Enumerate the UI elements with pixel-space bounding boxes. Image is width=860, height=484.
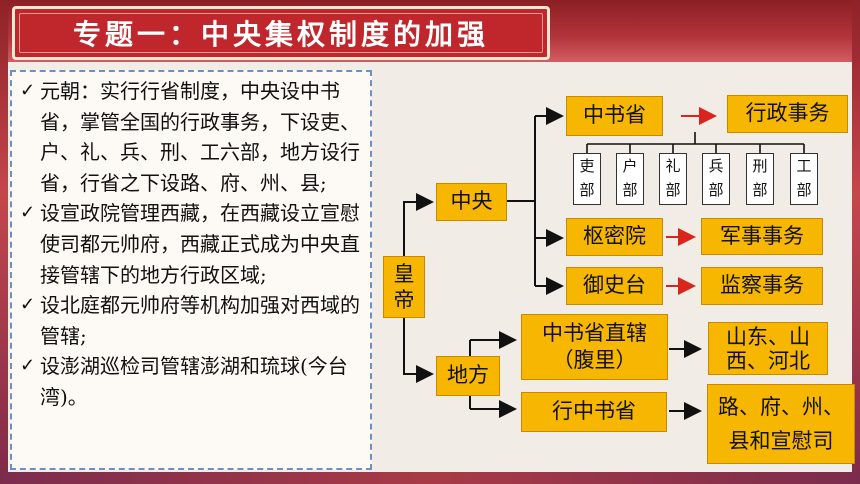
note-text: 元朝：实行行省制度，中央设中书省，掌管全国的行政事务，下设吏、户、礼、兵、刑、工… [40, 79, 360, 195]
yushi-label: 御史台 [583, 273, 646, 298]
shumi-box: 枢密院 [566, 218, 663, 256]
sub-units-label: 路、府、州、县和宣慰司 [718, 395, 844, 453]
bottom-border [0, 472, 860, 484]
ministry-box: 吏部 [573, 153, 601, 205]
ministry-label: 户部 [622, 157, 638, 199]
shumi-label: 枢密院 [583, 224, 646, 249]
central-label: 中央 [450, 189, 493, 214]
direct-regions-label: 山东、山西、河北 [726, 324, 810, 373]
local-label: 地方 [447, 363, 489, 388]
ministry-label: 刑部 [752, 157, 768, 199]
right-border [852, 0, 860, 484]
ministry-label: 兵部 [708, 157, 724, 199]
checkmark-icon: ✓ [20, 80, 36, 101]
direct-label: 中书省直辖（腹里） [542, 320, 647, 372]
zhongshu-box: 中书省 [566, 96, 663, 136]
note-text: 设宣政院管理西藏，在西藏设立宣慰使司都元帅府，西藏正式成为中央直接管辖下的地方行… [40, 201, 360, 287]
left-border [0, 0, 8, 484]
notes-panel: ✓ 元朝：实行行省制度，中央设中书省，掌管全国的行政事务，下设吏、户、礼、兵、刑… [10, 70, 372, 470]
admin-affairs-label: 行政事务 [745, 101, 830, 126]
supervision-label: 监察事务 [720, 273, 804, 298]
sub-units-box: 路、府、州、县和宣慰司 [707, 384, 855, 464]
ministry-box: 户部 [616, 153, 644, 205]
checkmark-icon: ✓ [20, 355, 36, 377]
note-item: ✓ 设北庭都元帅府等机构加强对西域的管辖; [20, 290, 362, 351]
emperor-label: 皇帝 [393, 262, 415, 312]
zhongshu-label: 中书省 [583, 103, 646, 128]
local-box: 地方 [436, 356, 500, 396]
ministry-box: 工部 [790, 153, 818, 205]
supervision-box: 监察事务 [701, 267, 823, 305]
title-banner: 专题一：中央集权制度的加强 [12, 6, 550, 60]
military-box: 军事事务 [701, 218, 823, 255]
ministry-label: 礼部 [665, 157, 681, 199]
direct-regions-box: 山东、山西、河北 [708, 322, 828, 375]
military-label: 军事事务 [720, 223, 804, 248]
checkmark-icon: ✓ [20, 294, 36, 316]
checkmark-icon: ✓ [20, 202, 36, 224]
note-text: 设澎湖巡检司管辖澎湖和琉球(今台湾)。 [40, 354, 348, 409]
xingzhong-box: 行中书省 [521, 392, 667, 432]
note-text: 设北庭都元帅府等机构加强对西域的管辖; [40, 293, 360, 348]
emperor-box: 皇帝 [383, 256, 425, 318]
note-item: ✓ 设宣政院管理西藏，在西藏设立宣慰使司都元帅府，西藏正式成为中央直接管辖下的地… [20, 198, 362, 290]
note-item: ✓ 设澎湖巡检司管辖澎湖和琉球(今台湾)。 [20, 351, 362, 412]
ministry-box: 刑部 [746, 153, 774, 205]
yushi-box: 御史台 [566, 267, 663, 305]
ministry-label: 吏部 [579, 157, 595, 199]
ministry-box: 兵部 [702, 153, 730, 205]
ministry-label: 工部 [796, 157, 812, 199]
xingzhong-label: 行中书省 [552, 399, 636, 424]
note-item: ✓ 元朝：实行行省制度，中央设中书省，掌管全国的行政事务，下设吏、户、礼、兵、刑… [20, 76, 362, 198]
direct-box: 中书省直辖（腹里） [521, 314, 668, 380]
admin-affairs-box: 行政事务 [727, 95, 848, 133]
ministry-box: 礼部 [659, 153, 687, 205]
central-box: 中央 [436, 183, 507, 221]
